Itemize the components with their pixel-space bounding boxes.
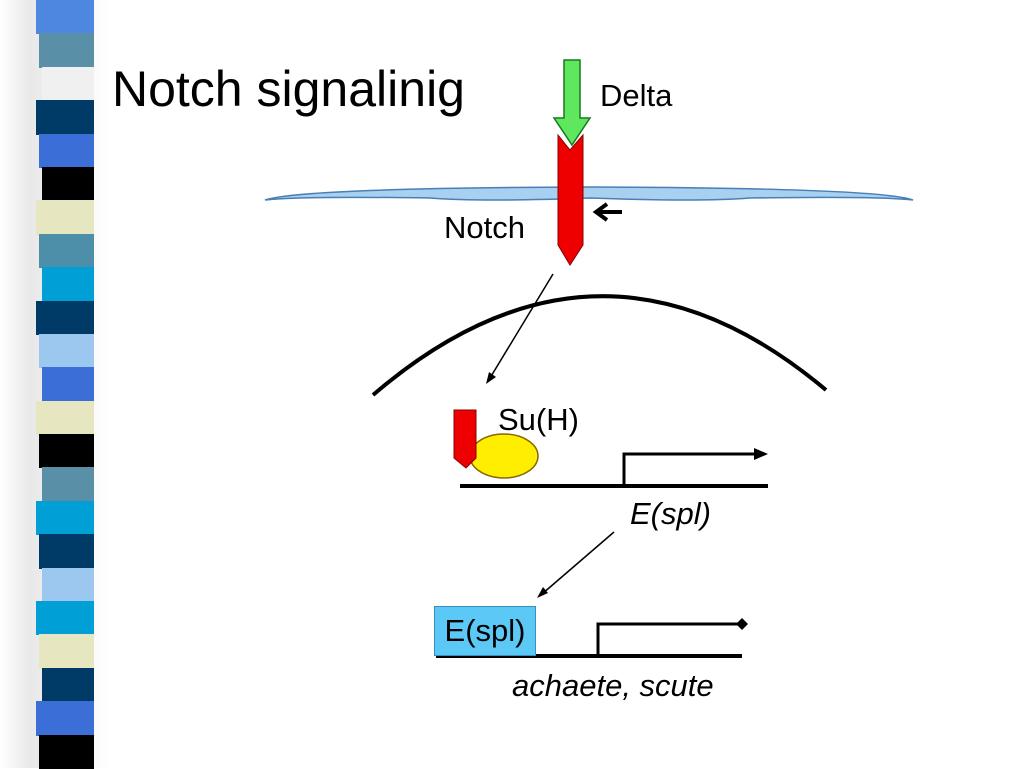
stripe-block — [42, 567, 94, 603]
stripe-block — [42, 367, 94, 402]
stripe-block — [42, 267, 94, 302]
stripe-block — [42, 667, 94, 703]
notch-receptor — [557, 133, 584, 266]
stripe-block — [36, 300, 94, 335]
slide-title: Notch signalinig — [112, 61, 465, 117]
suh-protein — [469, 433, 539, 479]
stripe-block — [36, 701, 94, 736]
achaete-scute-label: achaete, scute — [512, 668, 714, 703]
stripe-block — [39, 534, 94, 569]
stripe-block — [39, 133, 94, 168]
stripe-block — [42, 66, 94, 102]
stripe-block — [36, 100, 94, 135]
stripe-block — [39, 634, 94, 669]
delta-label: Delta — [600, 78, 673, 113]
stripe-block — [39, 333, 94, 369]
espl-protein-box: E(spl) — [434, 606, 536, 656]
notch-label: Notch — [444, 210, 525, 245]
ac-sc-promoter-arrow — [596, 622, 744, 656]
stripe-blocks — [36, 0, 98, 769]
stripe-block — [39, 434, 94, 469]
nuclear-envelope — [371, 294, 828, 397]
nicd-fragment — [453, 409, 477, 469]
nicd-translocation-arrow — [489, 273, 554, 379]
stripe-block — [42, 166, 94, 202]
stripe-block — [42, 467, 94, 502]
stripe-block — [39, 233, 94, 269]
stripe-block — [36, 500, 94, 536]
stripe-block — [39, 734, 94, 769]
suh-label: Su(H) — [498, 402, 579, 437]
stripe-block — [39, 33, 94, 68]
cell-membrane — [264, 186, 914, 201]
stripe-block — [36, 601, 94, 636]
espl-promoter-arrow — [622, 452, 762, 486]
stripe-block — [36, 0, 94, 35]
cleavage-arrow — [592, 202, 622, 222]
espl-expression-arrow — [541, 531, 615, 595]
stripe-block — [36, 400, 94, 436]
delta-arrow — [552, 59, 592, 147]
decorative-side-stripe — [0, 0, 120, 769]
espl-gene-label: E(spl) — [630, 496, 711, 531]
stripe-block — [36, 200, 94, 235]
